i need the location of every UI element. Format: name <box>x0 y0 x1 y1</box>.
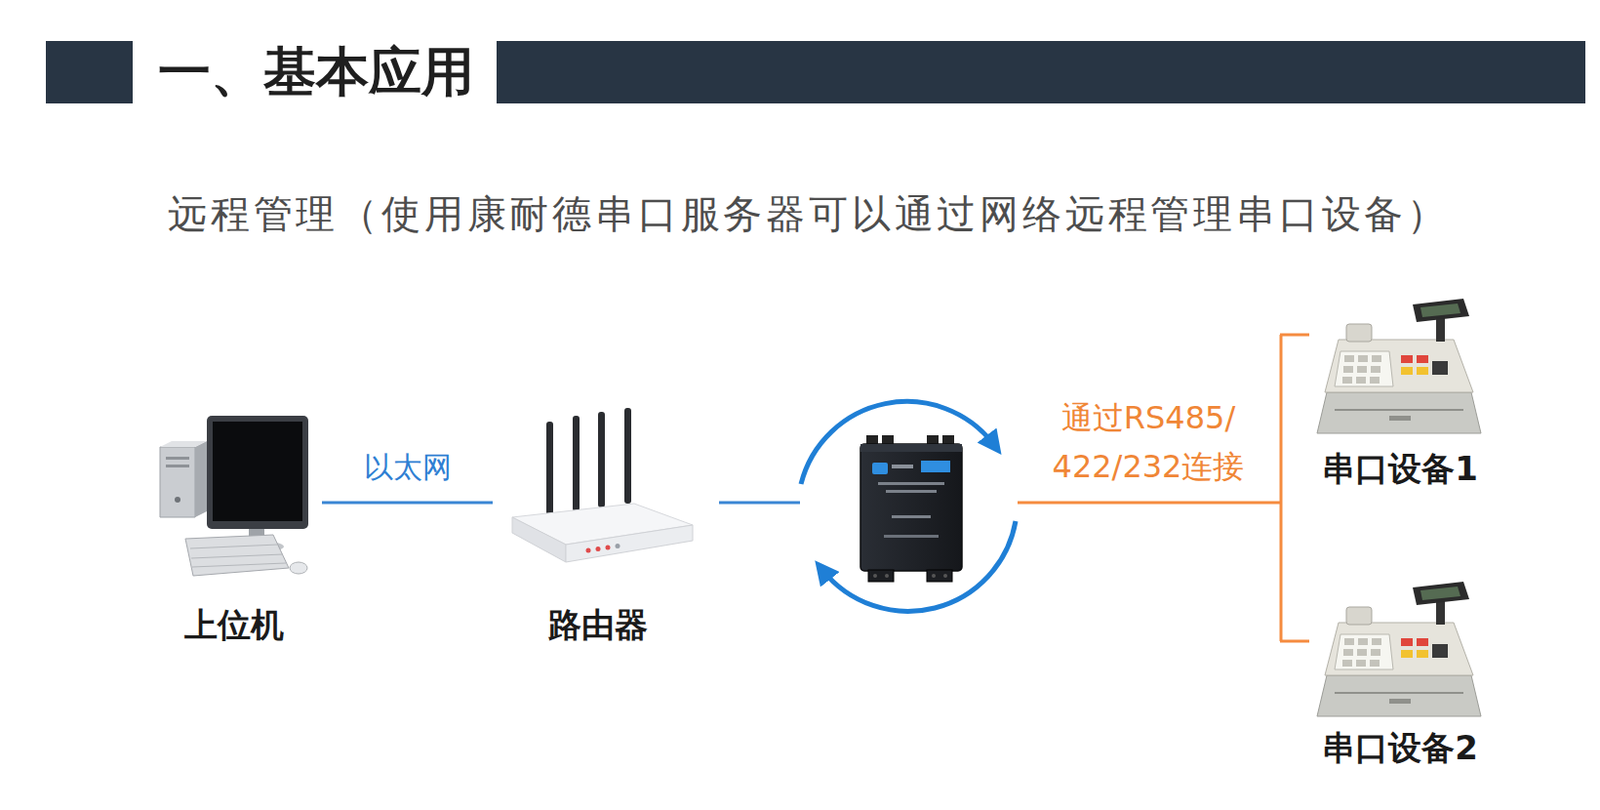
serial-server <box>860 435 962 582</box>
serial-bracket <box>1017 334 1310 641</box>
ethernet-connector <box>321 501 493 505</box>
computer-node: 上位机 <box>146 409 322 648</box>
network-wire <box>719 501 800 505</box>
device-node: 串口设备2 <box>1307 577 1493 771</box>
router-node: 路由器 <box>492 407 703 648</box>
connection-note: 通过RS485/ 422/232连接 <box>1043 394 1254 491</box>
router-icon <box>492 407 703 574</box>
title-text: 一、基本应用 <box>158 40 480 104</box>
cash-register-icon <box>1307 577 1493 724</box>
computer-icon <box>146 409 322 581</box>
cash-register-icon <box>1307 294 1493 441</box>
node-label: 串口设备1 <box>1307 448 1493 488</box>
title-block <box>45 40 133 104</box>
subtitle: 远程管理（使用康耐德串口服务器可以通过网络远程管理串口设备） <box>167 187 1450 241</box>
node-label: 路由器 <box>492 604 703 644</box>
edge-label: 以太网 <box>360 449 456 485</box>
node-label: 上位机 <box>146 604 322 644</box>
device-node: 串口设备1 <box>1307 294 1493 492</box>
node-label: 串口设备2 <box>1307 727 1493 767</box>
title-bar <box>496 40 1586 104</box>
